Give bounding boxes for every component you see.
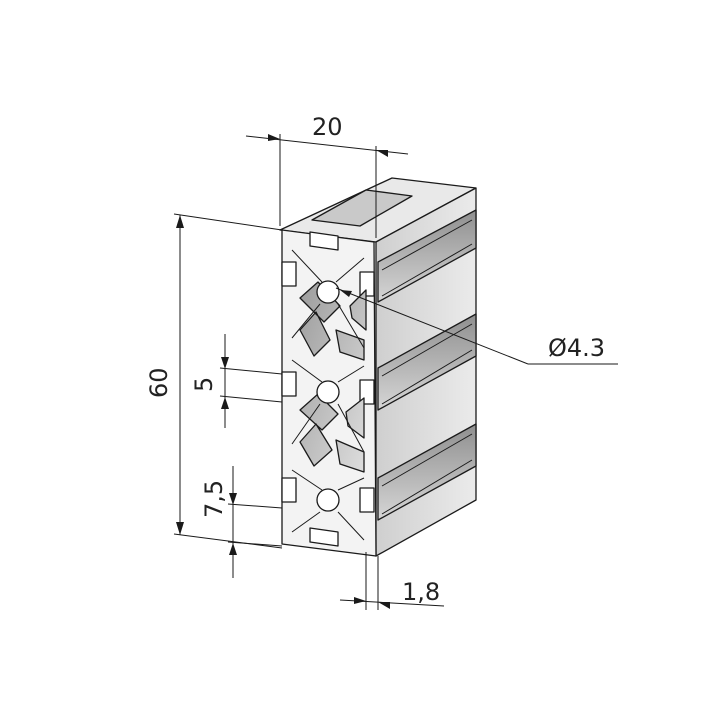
dimension-slot-label: 5 [190,377,218,392]
dimension-slot: 5 [190,334,283,428]
dimension-height: 60 [145,213,283,549]
side-slot-1 [377,209,477,303]
dimension-width: 20 [245,113,409,238]
side-slot-lips [381,219,473,515]
extrusion-body [279,177,477,557]
dimension-width-label: 20 [312,113,343,141]
dimension-wall-label: 1,8 [402,578,440,606]
dimension-height-label: 60 [145,367,173,398]
side-slot-2 [377,313,477,411]
dimension-bore-label: Ø4.3 [548,334,605,362]
dimension-offset: 7,5 [200,466,283,578]
bore-core-1 [316,280,340,304]
dimension-bore: Ø4.3 [335,287,618,365]
side-slot-3 [377,423,477,521]
bore-core-3 [316,488,340,512]
top-slot [311,189,413,227]
front-webs [291,249,365,541]
dimension-wall: 1,8 [339,552,445,610]
dimension-offset-label: 7,5 [200,480,228,518]
bore-core-2 [316,380,340,404]
